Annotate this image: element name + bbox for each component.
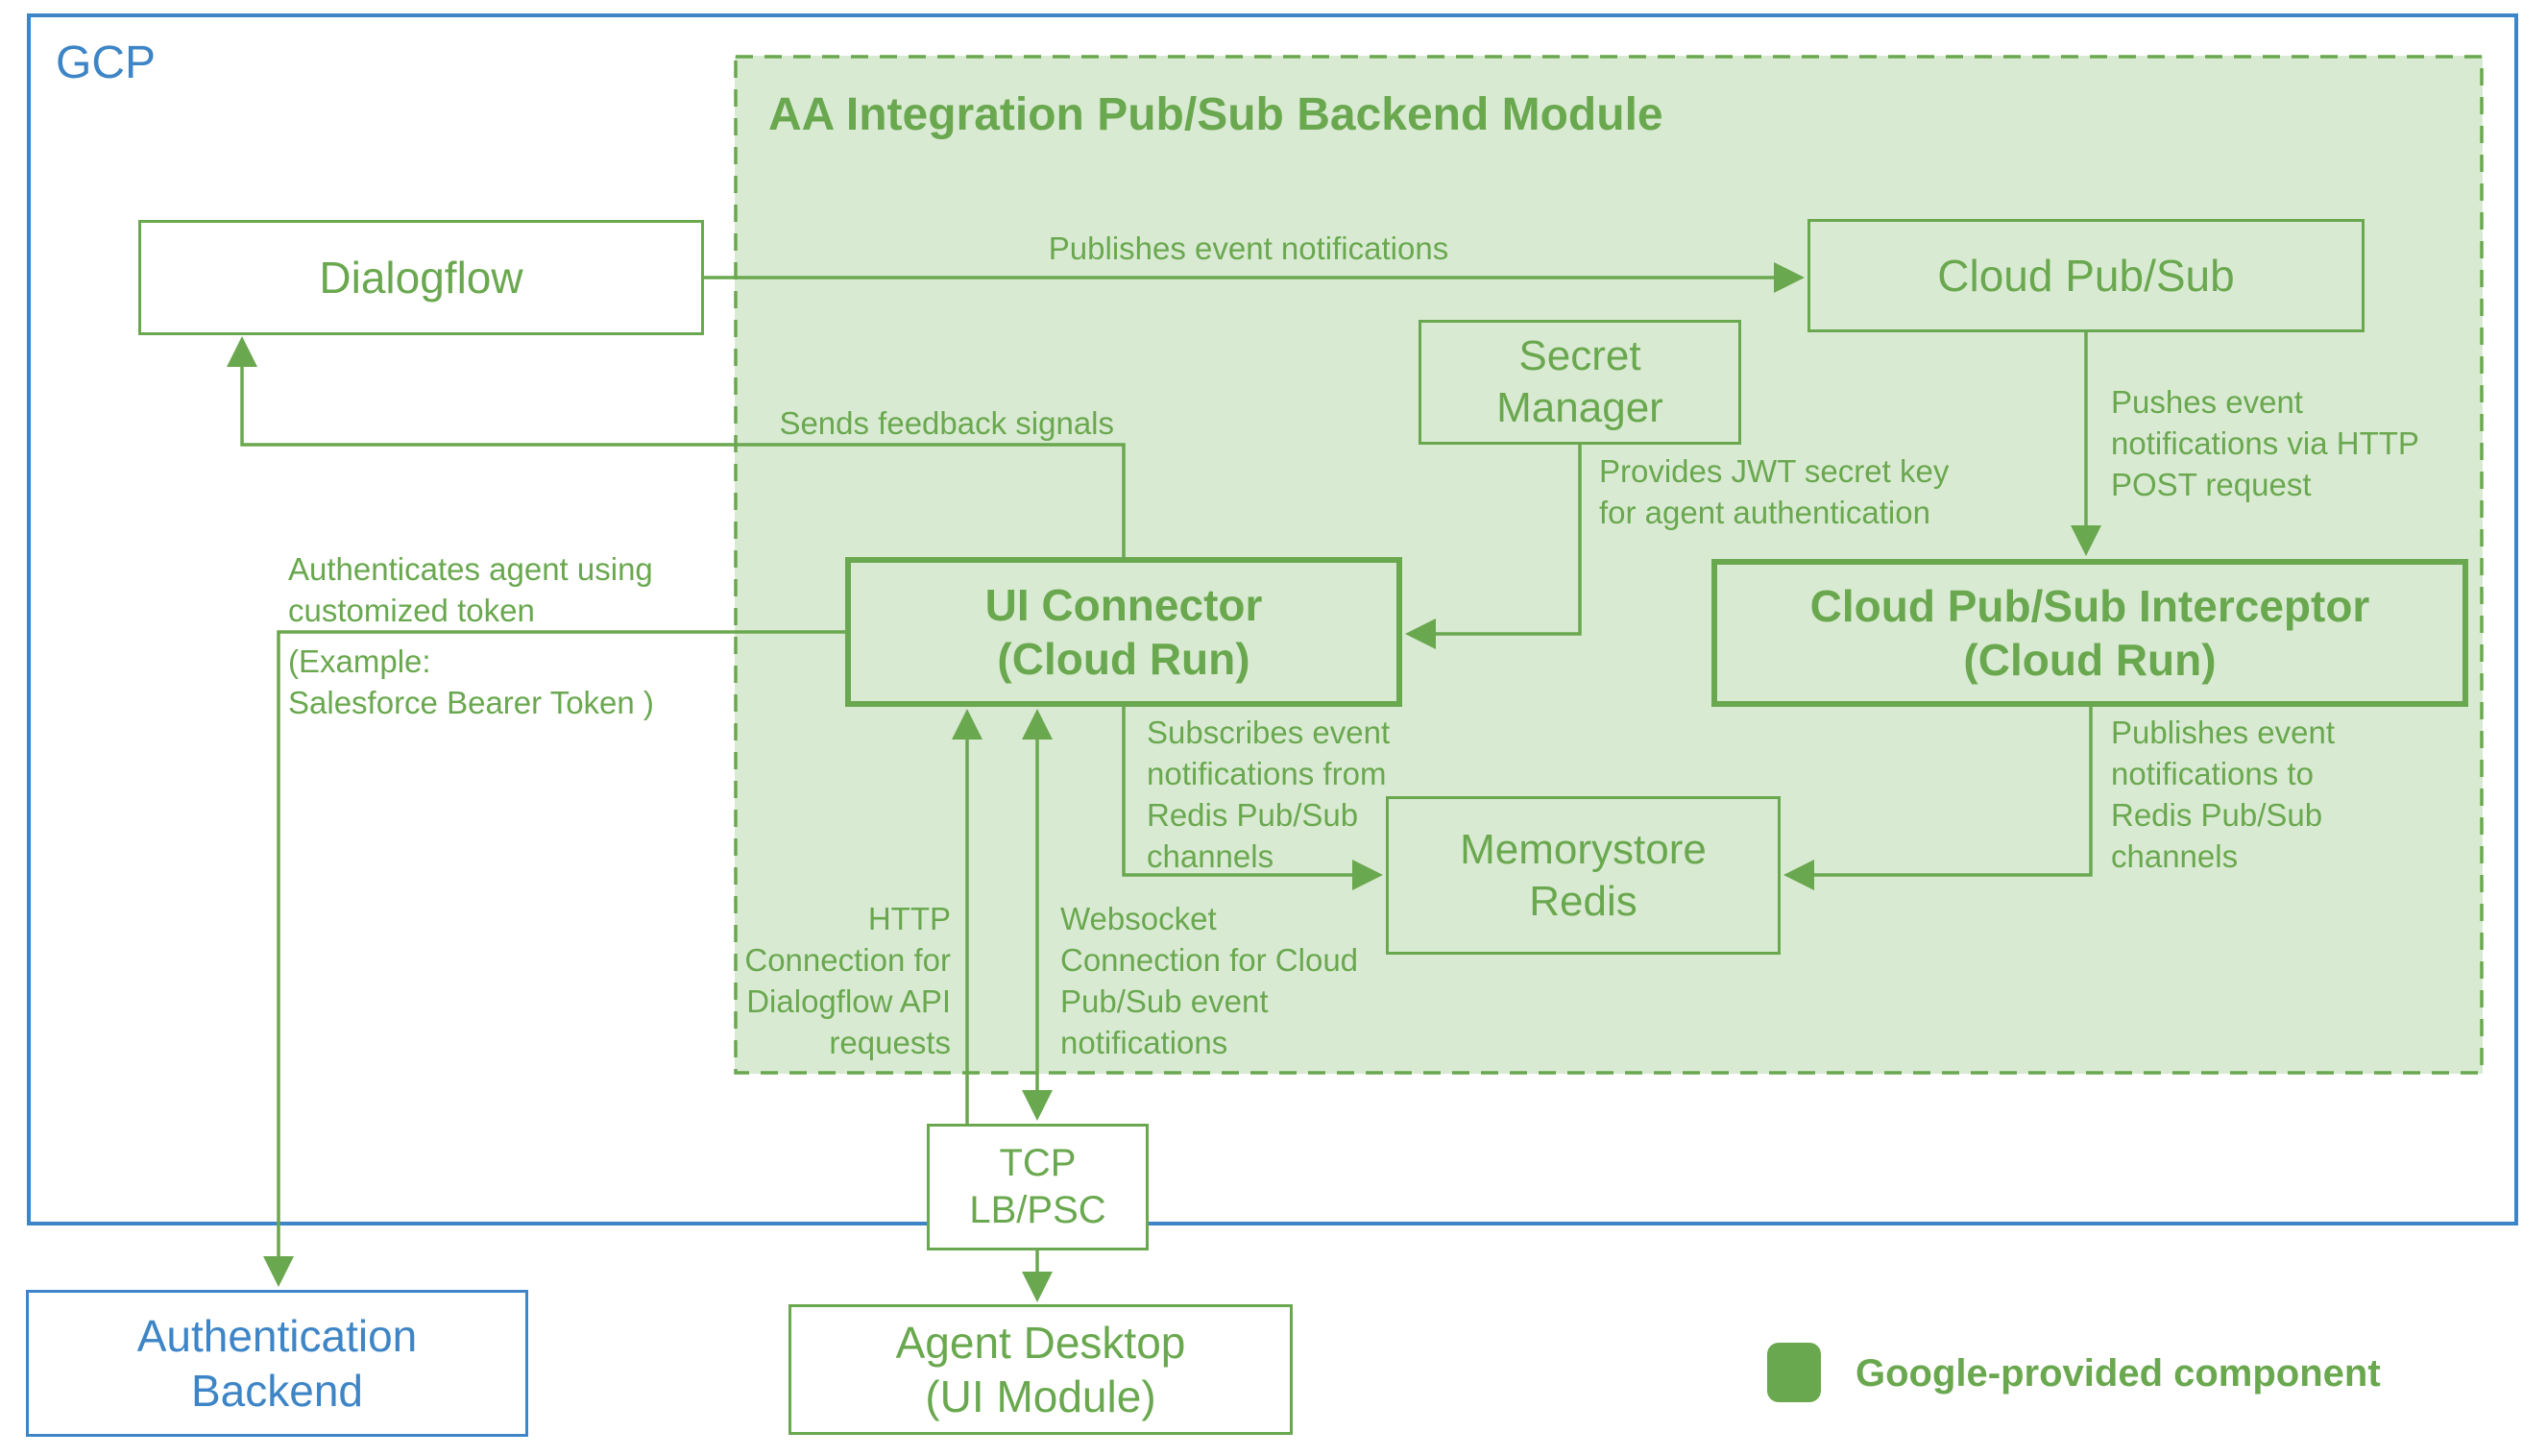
arrowhead-down-icon — [263, 1256, 294, 1287]
node-authentication-backend: Authentication Backend — [26, 1290, 528, 1437]
node-authentication-backend-label: Authentication Backend — [136, 1311, 418, 1416]
connector-provides-jwt — [1405, 445, 1582, 649]
node-dialogflow-label: Dialogflow — [319, 252, 523, 303]
module-background — [735, 56, 2483, 1074]
module-title: AA Integration Pub/Sub Backend Module — [768, 89, 1663, 140]
annotation-sends-feedback: Sends feedback signals — [779, 405, 1114, 441]
node-cloud-pubsub-interceptor-label: Cloud Pub/Sub Interceptor (Cloud Run) — [1809, 580, 2370, 685]
node-cloud-pubsub-label: Cloud Pub/Sub — [1937, 250, 2235, 301]
annotation-publishes-redis: Publishes event notifications to Redis P… — [2111, 715, 2335, 874]
arrowhead-right-icon — [1352, 860, 1383, 890]
node-memorystore-redis: Memorystore Redis — [1386, 796, 1781, 955]
connector-subscribes — [1122, 707, 1383, 890]
node-secret-manager-label: Secret Manager — [1496, 332, 1663, 431]
node-memorystore-redis-label: Memorystore Redis — [1460, 825, 1707, 925]
node-agent-desktop-label: Agent Desktop (UI Module) — [895, 1317, 1186, 1421]
annotation-provides-jwt: Provides JWT secret key for agent authen… — [1599, 453, 1950, 530]
connector-sends-feedback — [227, 336, 1126, 557]
connector-authenticates — [263, 630, 845, 1287]
arrowhead-up-icon — [1022, 709, 1053, 740]
node-ui-connector: UI Connector (Cloud Run) — [845, 557, 1402, 707]
connector-publishes-event — [704, 262, 1805, 293]
annotation-auth-example: (Example: Salesforce Bearer Token ) — [288, 643, 654, 720]
node-cloud-pubsub-interceptor: Cloud Pub/Sub Interceptor (Cloud Run) — [1711, 559, 2468, 707]
annotation-authenticates-agent: Authenticates agent using customized tok… — [288, 551, 653, 628]
legend-label: Google-provided component — [1856, 1352, 2381, 1395]
arrowhead-up-icon — [227, 336, 257, 367]
module-dashed-border — [734, 55, 2484, 1075]
node-tcp-lb-psc: TCP LB/PSC — [927, 1124, 1149, 1250]
node-secret-manager: Secret Manager — [1419, 320, 1741, 445]
annotation-http-connection: HTTP Connection for Dialogflow API reque… — [744, 901, 951, 1060]
arrowhead-left-icon — [1405, 619, 1436, 649]
annotation-subscribes-event: Subscribes event notifications from Redi… — [1147, 715, 1391, 874]
connector-http — [952, 709, 982, 1124]
connector-pushes-event — [2071, 332, 2101, 556]
connector-tcp-to-desktop — [1022, 1250, 1053, 1302]
node-ui-connector-label: UI Connector (Cloud Run) — [984, 579, 1263, 684]
annotation-pushes-event: Pushes event notifications via HTTP POST… — [2111, 384, 2419, 502]
node-agent-desktop: Agent Desktop (UI Module) — [788, 1304, 1293, 1435]
connector-websocket — [1022, 709, 1053, 1121]
node-cloud-pubsub: Cloud Pub/Sub — [1807, 219, 2365, 332]
arrowhead-down-icon — [1022, 1090, 1053, 1121]
arrowhead-up-icon — [952, 709, 982, 740]
connector-publishes-redis — [1783, 707, 2093, 890]
node-dialogflow: Dialogflow — [138, 220, 704, 335]
arrowhead-left-icon — [1783, 860, 1814, 890]
arrowhead-down-icon — [2071, 525, 2101, 556]
arrowhead-down-icon — [1022, 1272, 1053, 1302]
gcp-boundary — [27, 13, 2518, 1225]
node-tcp-lb-psc-label: TCP LB/PSC — [969, 1142, 1106, 1231]
annotation-publishes-event: Publishes event notifications — [1048, 231, 1449, 266]
gcp-label: GCP — [56, 37, 157, 88]
annotation-websocket-connection: Websocket Connection for Cloud Pub/Sub e… — [1060, 901, 1359, 1060]
arrowhead-right-icon — [1774, 262, 1805, 293]
google-provided-swatch-icon — [1767, 1343, 1821, 1402]
